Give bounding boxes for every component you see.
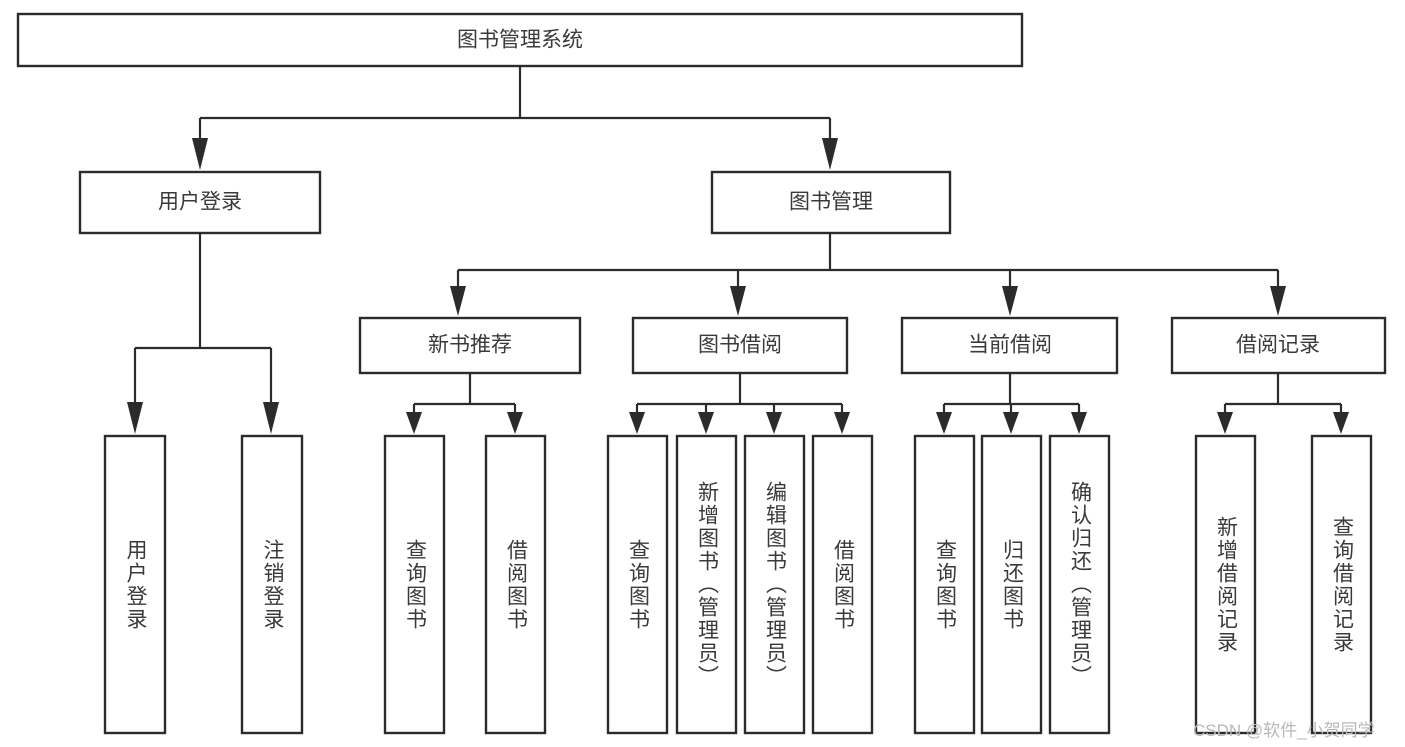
node-book-manage-box[interactable] bbox=[710, 170, 952, 235]
leaf-box-user-login[interactable] bbox=[103, 434, 167, 735]
leaf-box-query-book-3[interactable] bbox=[913, 434, 976, 735]
leaf-box-edit-book[interactable] bbox=[743, 434, 806, 735]
node-user-login-box[interactable] bbox=[78, 170, 322, 235]
connector-newbook-to-leaves bbox=[406, 373, 523, 434]
leaf-box-confirm-return[interactable] bbox=[1048, 434, 1111, 735]
connector-root-to-level2 bbox=[192, 66, 838, 170]
node-book-borrow-box[interactable] bbox=[631, 316, 849, 375]
node-book-manage-label: 图书管理 bbox=[789, 191, 873, 214]
connector-bookborrow-to-leaves bbox=[629, 373, 850, 434]
leaf-box-return-book[interactable] bbox=[980, 434, 1043, 735]
node-borrow-record-box[interactable] bbox=[1170, 316, 1387, 375]
csdn-watermark: CSDN @软件_小贺同学 bbox=[1193, 721, 1375, 740]
connector-userlogin-to-leaves bbox=[127, 233, 279, 434]
connector-bookmanage-to-level3 bbox=[450, 233, 1286, 316]
leaf-box-add-record[interactable] bbox=[1194, 434, 1257, 735]
node-new-book-recommend-label: 新书推荐 bbox=[428, 334, 512, 357]
leaf-box-query-book-2[interactable] bbox=[606, 434, 669, 735]
leaf-box-query-record[interactable] bbox=[1310, 434, 1373, 735]
leaf-box-borrow-book-1[interactable] bbox=[484, 434, 547, 735]
leaf-box-add-book[interactable] bbox=[675, 434, 738, 735]
node-current-borrow-box[interactable] bbox=[900, 316, 1119, 375]
node-book-borrow-label: 图书借阅 bbox=[698, 334, 782, 357]
leaf-box-query-book-1[interactable] bbox=[383, 434, 446, 735]
node-user-login-label: 用户登录 bbox=[158, 191, 242, 214]
node-borrow-record-label: 借阅记录 bbox=[1236, 334, 1320, 357]
leaf-box-borrow-book-2[interactable] bbox=[811, 434, 874, 735]
connector-currentborrow-to-leaves bbox=[936, 373, 1087, 434]
node-current-borrow-label: 当前借阅 bbox=[968, 334, 1052, 357]
node-title-box[interactable] bbox=[16, 12, 1024, 68]
leaf-box-user-logout[interactable] bbox=[240, 434, 304, 735]
node-new-book-recommend-box[interactable] bbox=[358, 316, 582, 375]
node-title-label: 图书管理系统 bbox=[457, 29, 583, 52]
connector-borrowrecord-to-leaves bbox=[1217, 373, 1349, 434]
